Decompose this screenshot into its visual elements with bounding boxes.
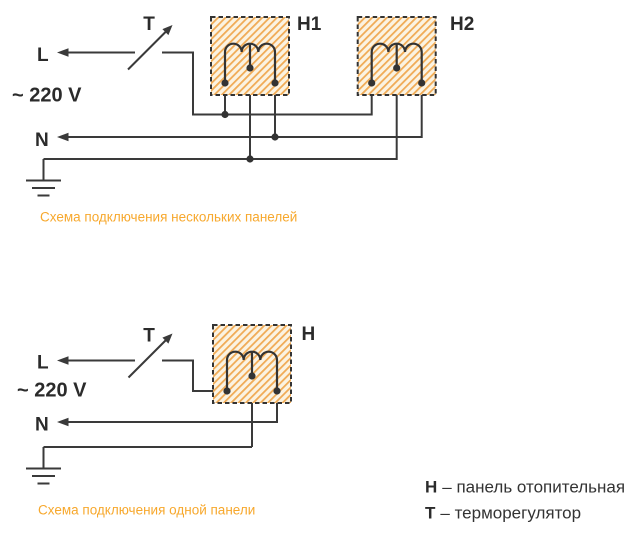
diagram-multiple-panels: T H1 H2 L ~ 220 V N Схема подключения не… — [12, 14, 474, 225]
neutral-wire — [66, 83, 423, 138]
ground-wire — [43, 68, 398, 160]
switch-icon — [127, 30, 168, 71]
heating-panel-h1 — [209, 15, 291, 97]
legend-panel-description: – панель отопительная — [442, 478, 625, 497]
junction-dot — [271, 133, 279, 141]
arrow-left-icon — [57, 48, 69, 57]
arrow-left-icon — [57, 356, 69, 365]
thermostat-label: T — [143, 326, 155, 347]
neutral-label: N — [35, 130, 49, 151]
diagram-caption: Схема подключения нескольких панелей — [40, 210, 297, 225]
live-label: L — [37, 45, 49, 66]
legend-thermostat-symbol: T — [425, 504, 436, 523]
legend: H – панель отопительная T– терморегулятор — [425, 478, 625, 523]
legend-item-panel: H – панель отопительная — [425, 478, 625, 497]
live-label: L — [37, 353, 49, 374]
panel-label: H — [302, 324, 316, 345]
diagram-single-panel: T H L ~ 220 V N Схема подключения одной … — [17, 323, 316, 518]
junction-dot — [221, 110, 229, 119]
heating-panel-h — [211, 323, 293, 405]
live-branch-wire — [162, 359, 227, 392]
panel2-label: H2 — [450, 14, 474, 35]
neutral-label: N — [35, 415, 49, 436]
heating-panel-h2 — [356, 15, 437, 97]
switch-arrow-icon — [162, 25, 173, 36]
thermostat-label: T — [143, 14, 155, 35]
diagram-caption: Схема подключения одной панели — [38, 503, 255, 518]
ground-icon — [25, 446, 62, 485]
junction-dot — [246, 155, 254, 163]
legend-thermostat-description: – терморегулятор — [440, 504, 581, 523]
legend-panel-symbol: H — [425, 478, 437, 497]
voltage-label: ~ 220 V — [17, 380, 87, 402]
switch-arrow-icon — [162, 333, 173, 344]
arrow-left-icon — [57, 417, 69, 427]
voltage-label: ~ 220 V — [12, 85, 82, 107]
live-branch-wire — [162, 51, 373, 116]
switch-icon — [127, 338, 168, 379]
arrow-left-icon — [57, 132, 69, 142]
panel1-label: H1 — [297, 14, 322, 35]
ground-icon — [25, 158, 62, 197]
legend-item-thermostat: T– терморегулятор — [425, 504, 581, 523]
